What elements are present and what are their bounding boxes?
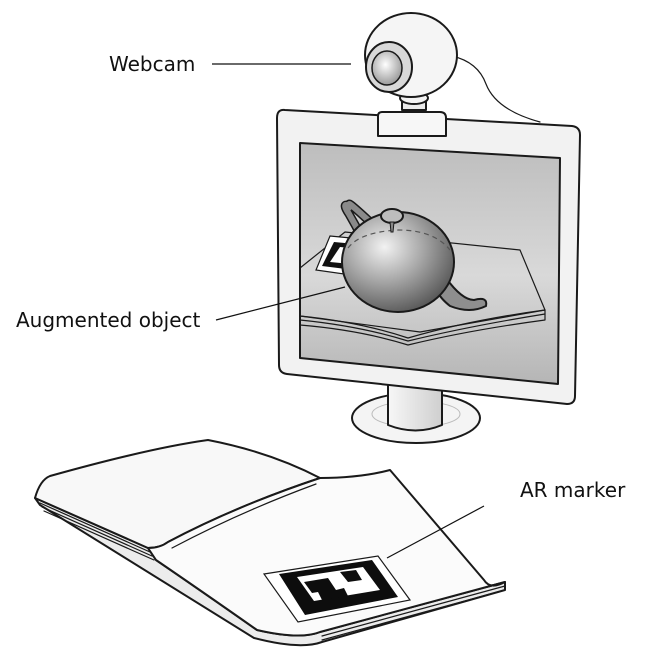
- augmented-object-label: Augmented object: [16, 308, 201, 332]
- webcam-lens: [371, 50, 403, 86]
- ar-marker-label: AR marker: [520, 478, 626, 502]
- teapot-body: [341, 211, 455, 313]
- webcam: [364, 12, 541, 137]
- ar-marker: [262, 555, 412, 623]
- webcam-cable: [451, 55, 541, 123]
- monitor: [276, 108, 581, 444]
- webcam-label: Webcam: [109, 52, 196, 76]
- teapot-knob: [380, 208, 404, 224]
- ar-marker-leader: [386, 505, 485, 559]
- teapot-spout: [437, 277, 488, 311]
- teapot: [340, 199, 488, 313]
- augmented-object-leader: [215, 286, 346, 321]
- book: [34, 439, 506, 647]
- webcam-clip: [377, 111, 447, 137]
